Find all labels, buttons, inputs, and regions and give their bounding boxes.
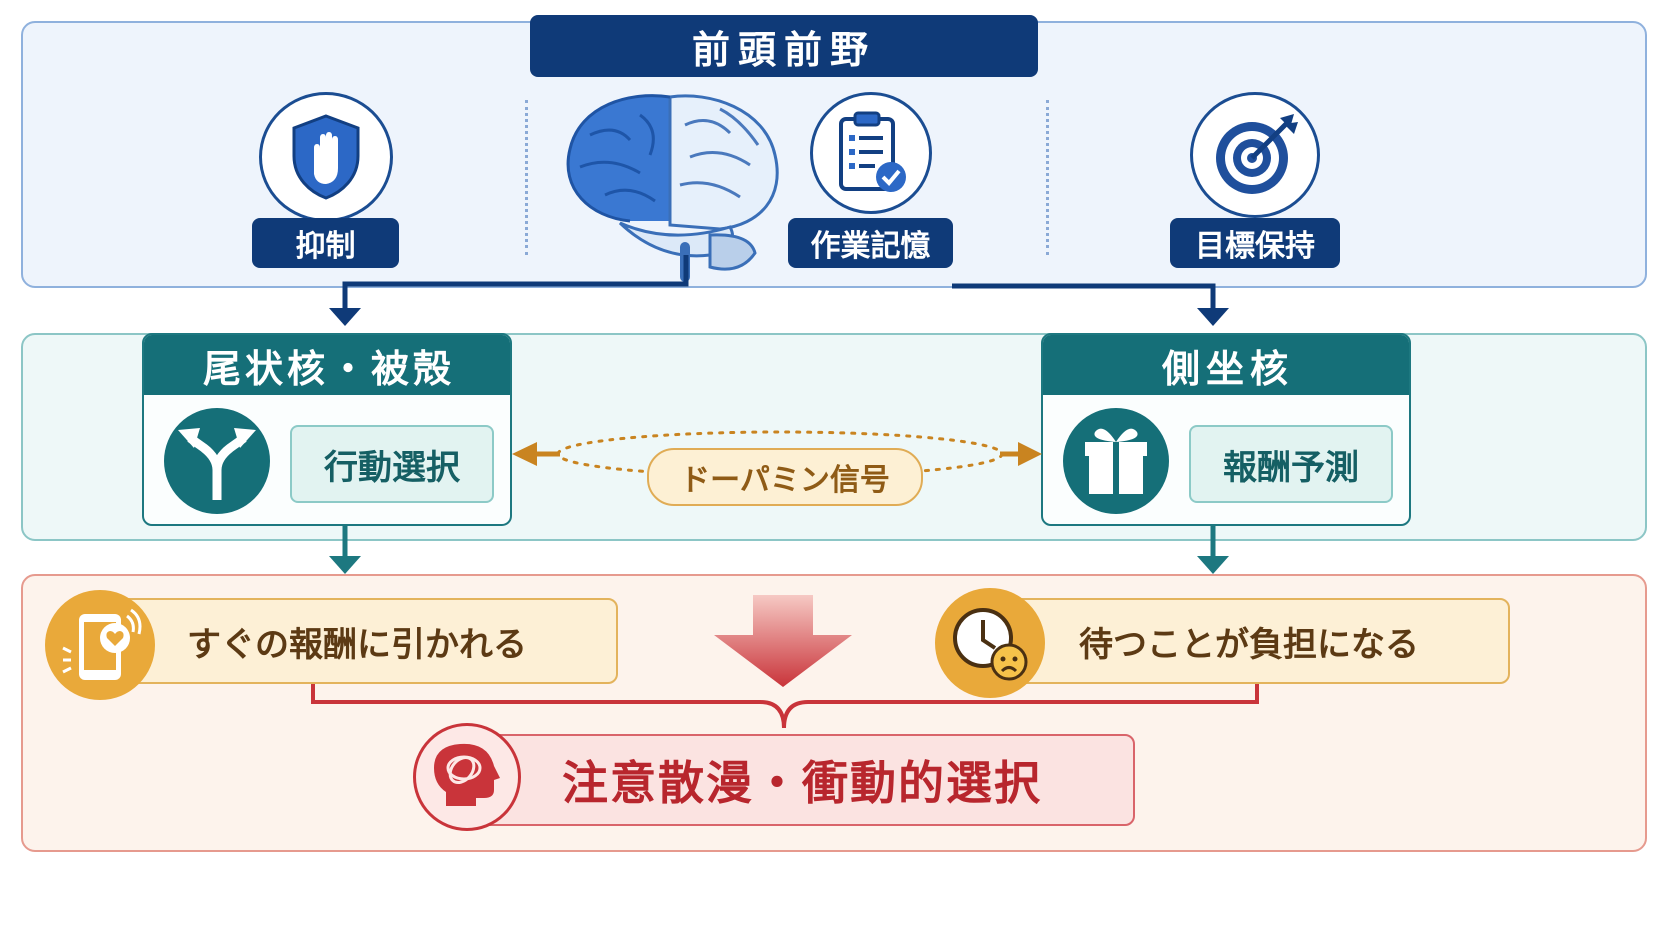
left-outcome-box: すぐの報酬に引かれる [90,598,618,684]
down-arrow-icon [714,595,852,687]
pfc-item-inhibition: 抑制 [252,218,399,268]
pfc-title-text: 前頭前野 [691,27,876,72]
right-outcome-text: 待つことが負担になる [1079,624,1419,665]
clock-sad-icon [935,588,1045,698]
accumbens-function-label: 報酬予測 [1223,447,1359,488]
accumbens-function-box: 報酬予測 [1189,425,1393,503]
accumbens-title-text: 側坐核 [1161,346,1294,391]
accumbens-title: 側坐核 [1043,335,1409,395]
pfc-item-goal-maintenance: 目標保持 [1170,218,1340,268]
clipboard-check-icon [810,92,932,214]
dopamine-label: ドーパミン信号 [647,448,923,506]
pfc-divider-right [1046,100,1049,255]
pfc-item-working-memory-label: 作業記憶 [810,229,931,264]
left-outcome-text: すぐの報酬に引かれる [187,624,527,665]
caudate-function-label: 行動選択 [324,447,460,488]
head-tangle-icon [413,723,521,831]
shield-hand-icon [259,92,393,222]
caudate-function-box: 行動選択 [290,425,494,503]
caudate-title-text: 尾状核・被殻 [202,346,455,391]
caudate-card: 尾状核・被殻 行動選択 [142,333,512,526]
right-outcome-box: 待つことが負担になる [985,598,1510,684]
gift-icon [1063,408,1169,514]
accumbens-card: 側坐核 報酬予測 [1041,333,1411,526]
dopamine-label-text: ドーパミン信号 [680,463,890,498]
phone-heart-icon [45,590,155,700]
target-icon [1190,92,1320,218]
pfc-item-working-memory: 作業記憶 [788,218,953,268]
caudate-title: 尾状核・被殻 [144,335,510,395]
fork-arrows-icon [164,408,270,514]
pfc-item-goal-maintenance-label: 目標保持 [1195,229,1315,264]
pfc-divider-left [525,100,528,255]
result-text: 注意散漫・衝動的選択 [562,756,1042,810]
pfc-title: 前頭前野 [530,15,1038,77]
pfc-item-inhibition-label: 抑制 [295,229,356,264]
result-box: 注意散漫・衝動的選択 [460,734,1135,826]
